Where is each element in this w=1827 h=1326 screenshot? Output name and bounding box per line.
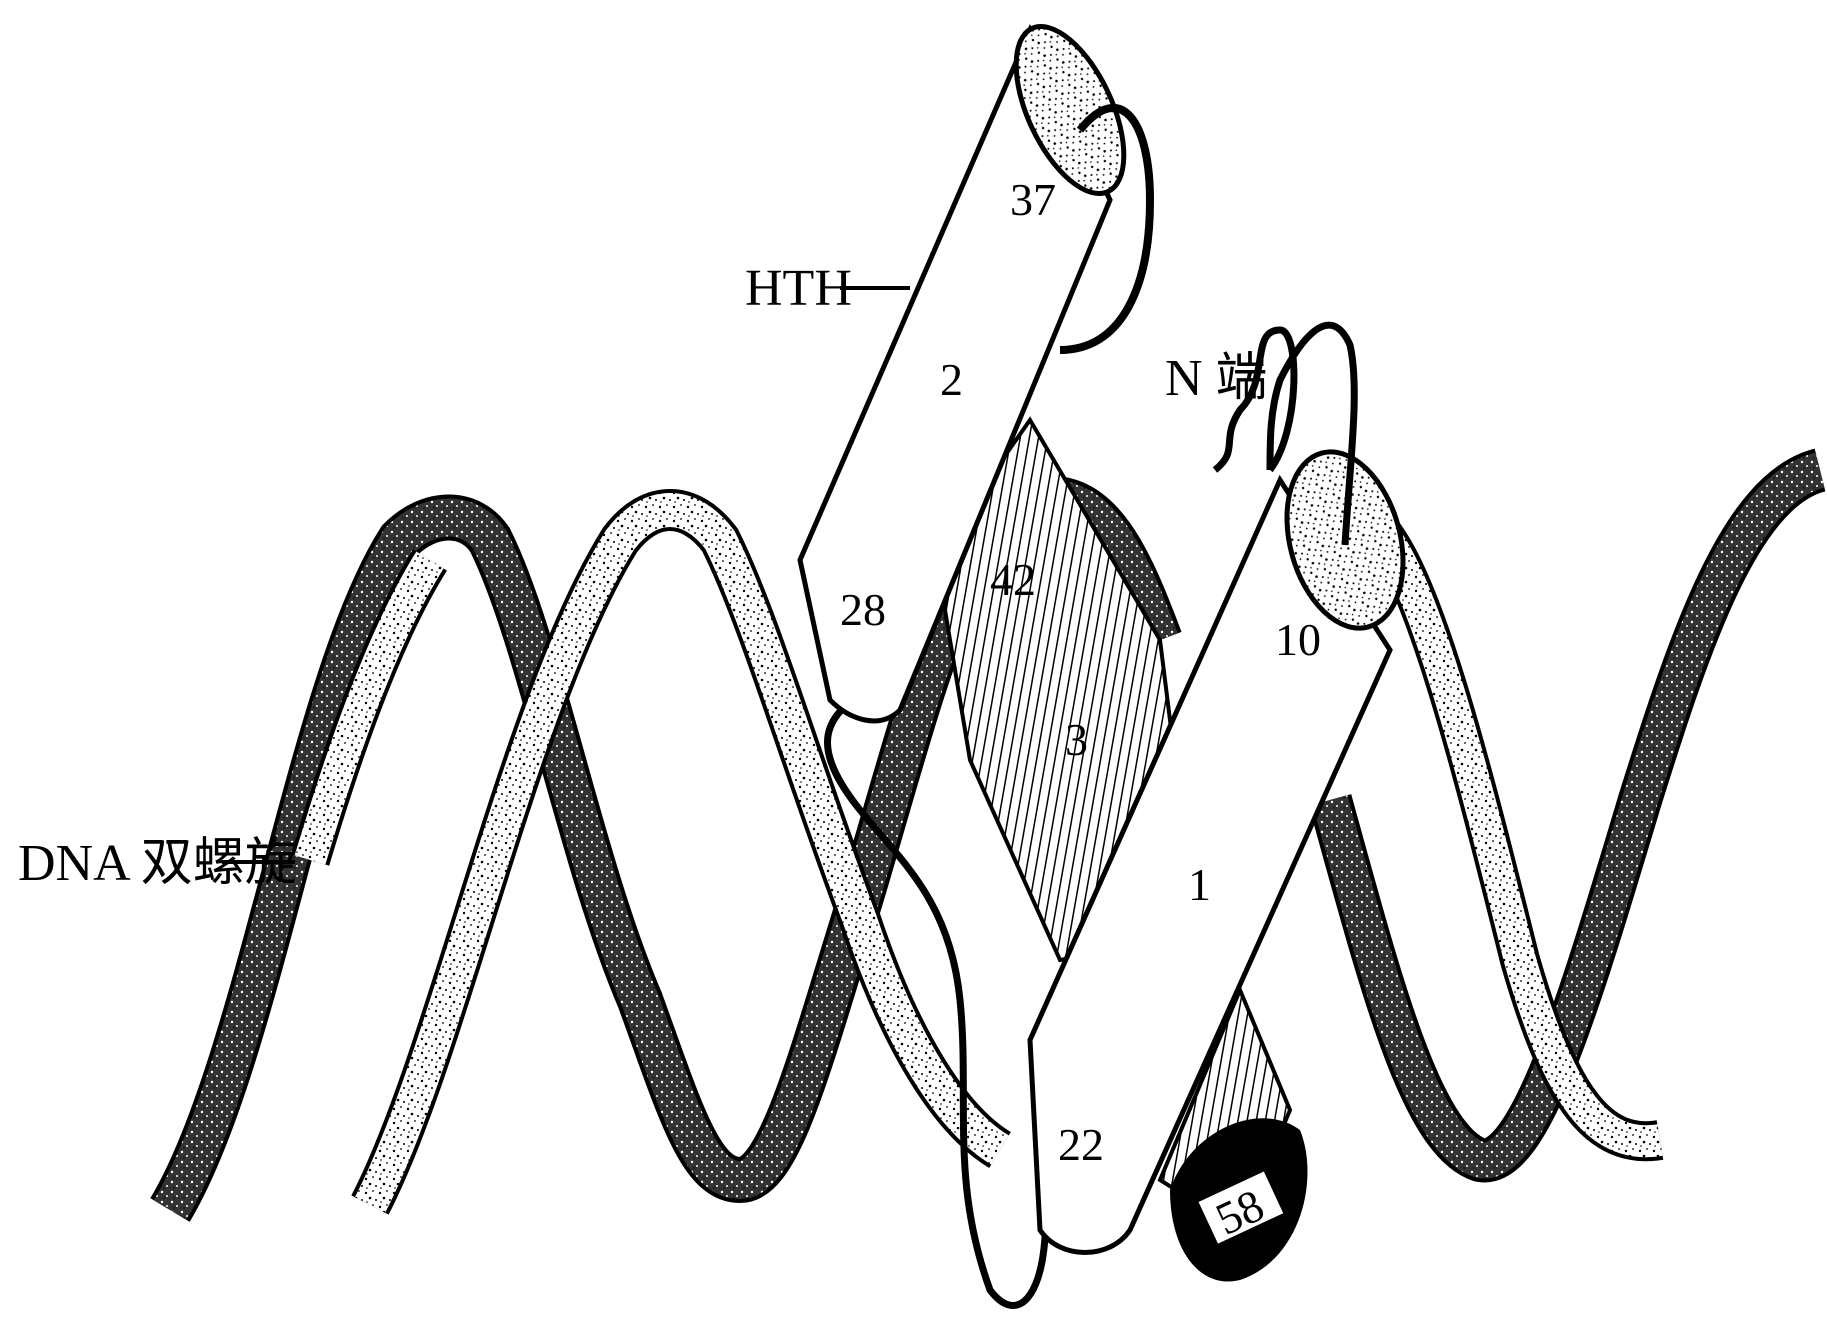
helix-1-bottom-number: 22 [1058,1119,1104,1170]
helix-3-top-number: 42 [990,554,1036,605]
n-terminus-label: N 端 [1165,350,1268,407]
helix-2-bottom-number: 28 [840,584,886,635]
helix-1-mid-number: 1 [1188,859,1211,910]
helix-1-top-number: 10 [1275,614,1321,665]
helix-2-mid-number: 2 [940,354,963,405]
helix-2-top-number: 37 [1010,174,1056,225]
hth-label: HTH [745,260,852,317]
helix-3-mid-number: 3 [1065,714,1088,765]
